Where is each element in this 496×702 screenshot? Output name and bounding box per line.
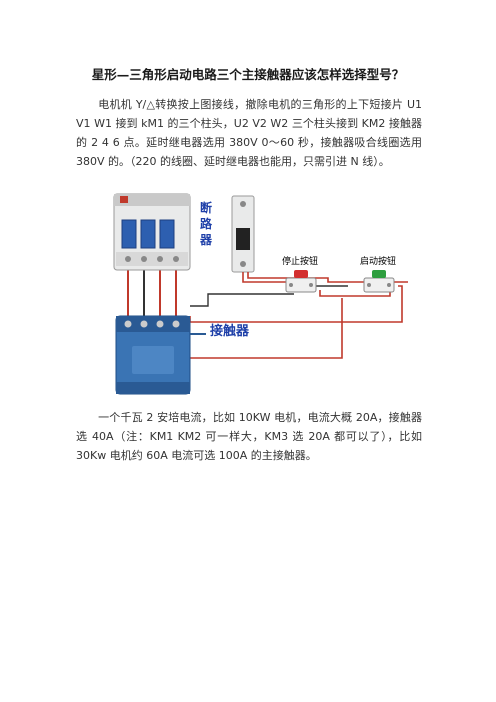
contactor-label: 接触器	[210, 324, 250, 339]
control-breaker	[231, 195, 255, 273]
stop-button-label: 停止按钮	[282, 257, 319, 267]
circuit-breaker	[113, 193, 191, 271]
wiring-diagram-svg	[113, 193, 408, 395]
breaker-label-char: 器	[200, 233, 213, 247]
start-button	[363, 270, 395, 293]
breaker-label-char: 路	[200, 217, 213, 231]
contactor	[115, 315, 206, 395]
start-button-label: 启动按钮	[360, 257, 397, 267]
breaker-to-contactor-wires	[127, 268, 177, 316]
paragraph-wiring-text: 电机机 Y/△转换按上图接线，撤除电机的三角形的上下短接片 U1 V1 W1 接…	[76, 98, 422, 168]
paragraph-sizing-text: 一个千瓦 2 安培电流，比如 10KW 电机，电流大概 20A，接触器选 40A…	[76, 411, 422, 462]
paragraph-sizing: 一个千瓦 2 安培电流，比如 10KW 电机，电流大概 20A，接触器选 40A…	[76, 408, 422, 465]
paragraph-wiring: 电机机 Y/△转换按上图接线，撤除电机的三角形的上下短接片 U1 V1 W1 接…	[76, 95, 422, 171]
breaker-label-char: 断	[200, 201, 213, 215]
breaker-label: 断 路 器	[200, 200, 212, 248]
wiring-diagram-photo: 断 路 器 停止按钮 启动按钮 接触器	[98, 186, 408, 398]
page-title: 星形—三角形启动电路三个主接触器应该怎样选择型号？	[91, 67, 405, 82]
stop-button	[285, 270, 317, 293]
